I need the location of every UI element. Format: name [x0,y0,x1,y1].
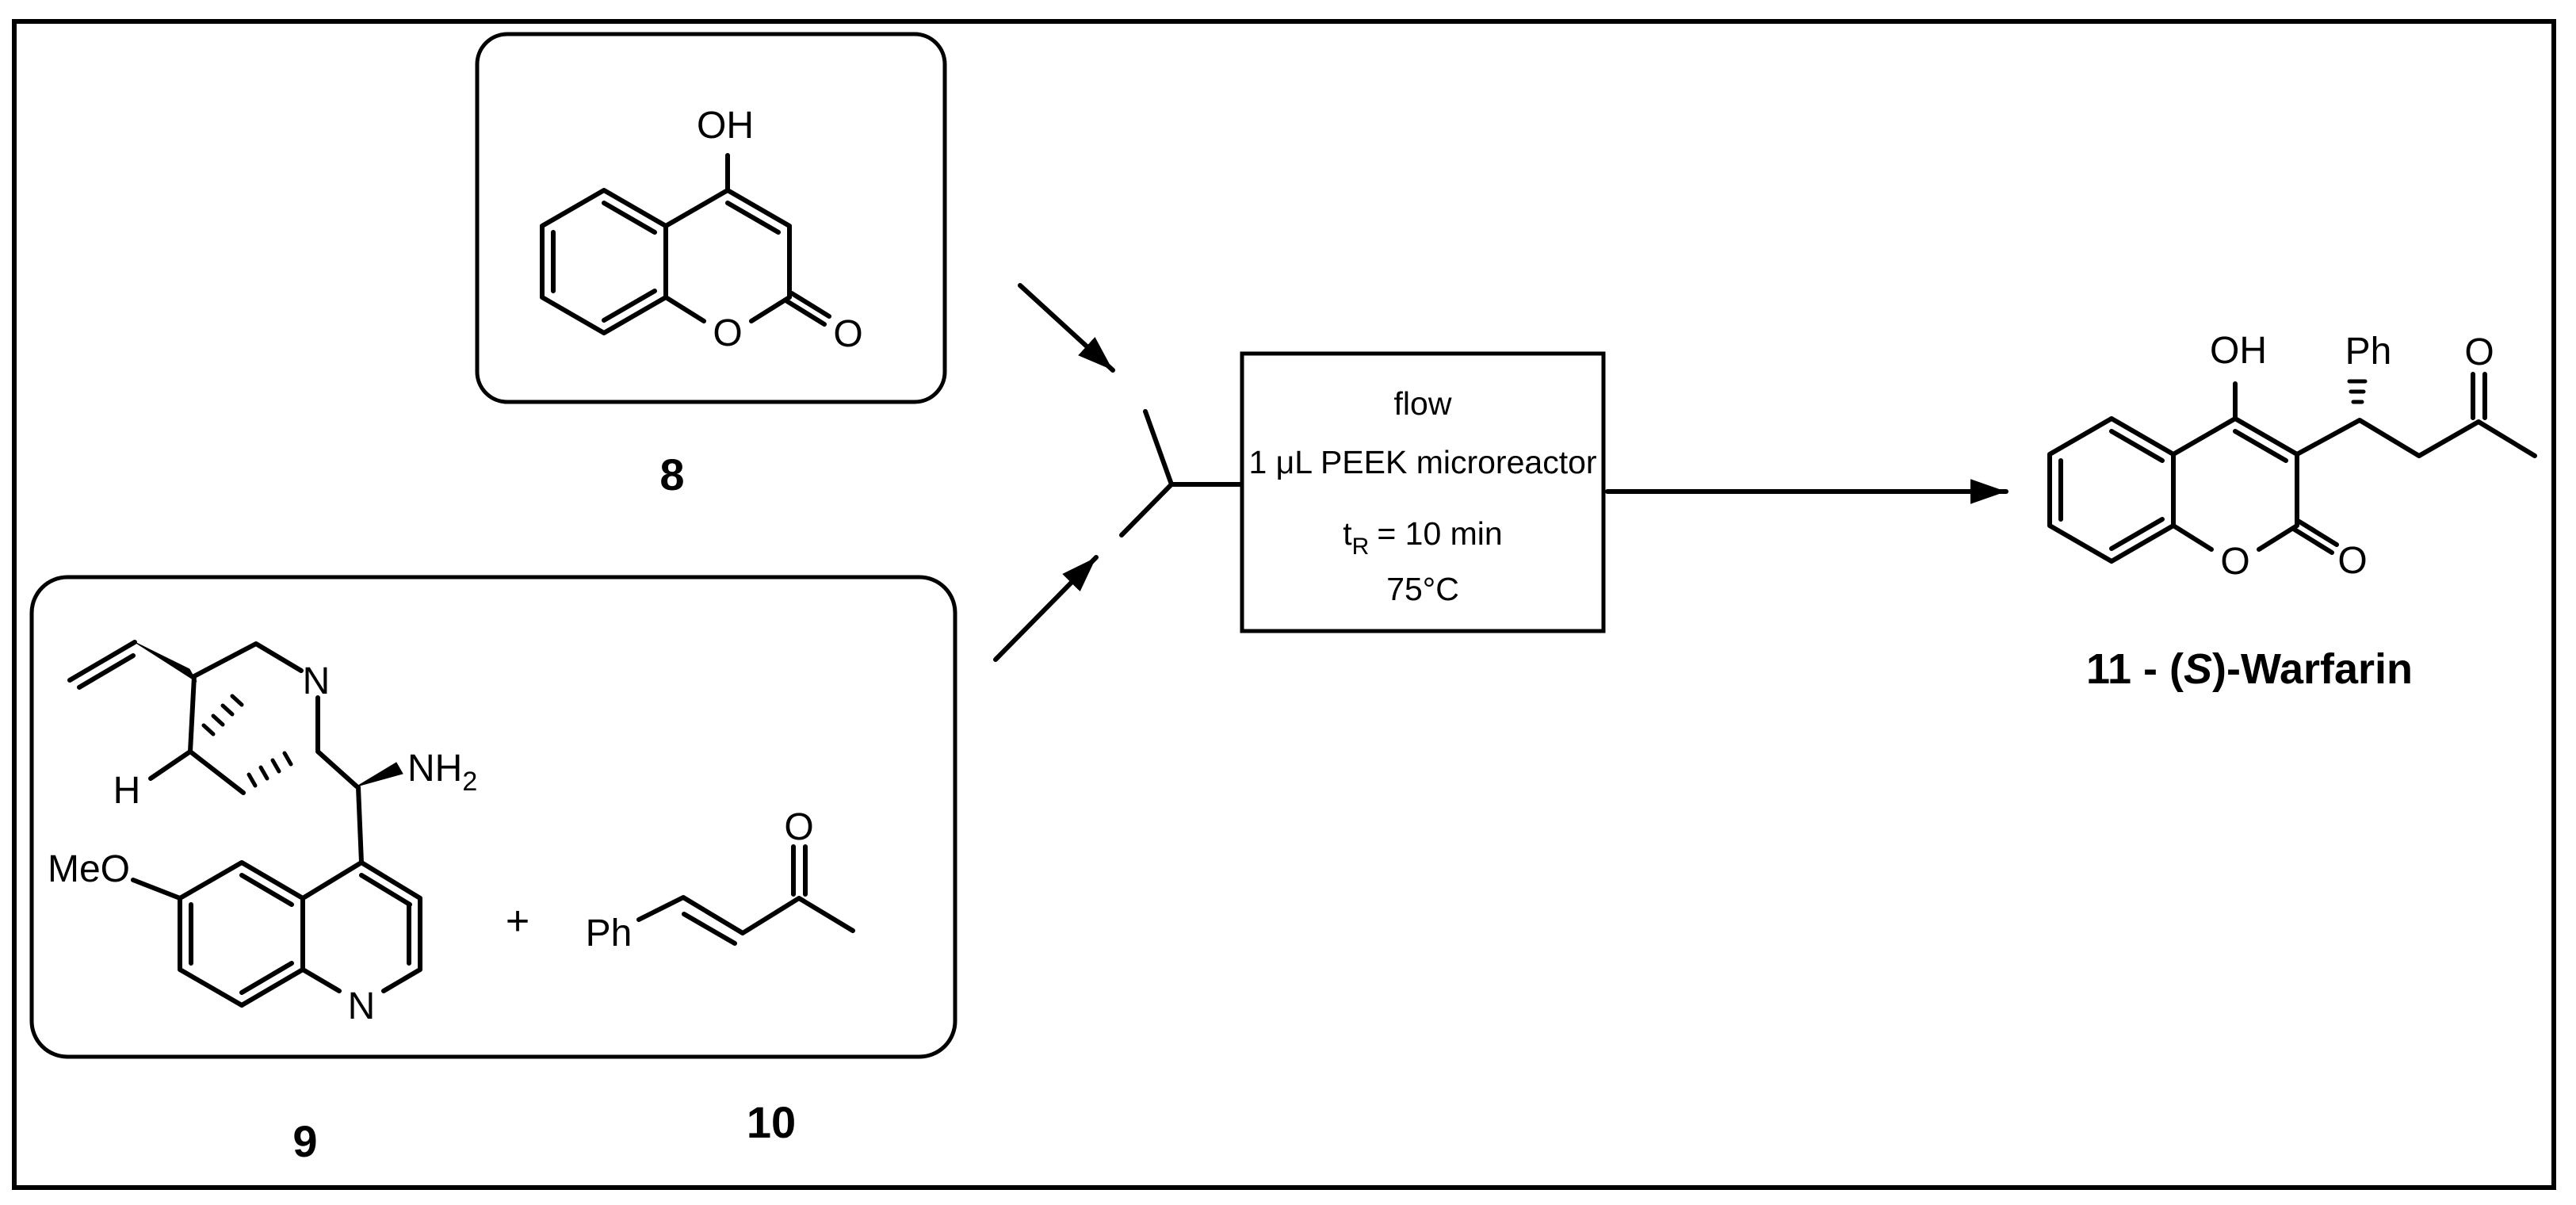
reactor-box [1240,351,1606,633]
compound-9-hashed-bonds [201,694,293,788]
compound-10-phenyl-label: Ph [586,912,633,954]
product-hashed-wedge [2347,379,2368,404]
compound-9-bridgehead-h-label: H [113,770,141,812]
product-ring-oxygen-label: O [2220,541,2249,583]
product-ketone-oxygen-label: O [2464,331,2494,373]
compound-8-carbonyl-oxygen-label: O [833,313,862,355]
reactant-box-8 [475,32,947,404]
compound-9-amine-label: NH2 [407,748,477,797]
compound-9-quinuclidine-n-label: N [303,660,331,702]
compound-8-bonds [540,153,792,335]
compound-8-number: 8 [659,449,684,499]
compound-9-vinyl-wedge-bond [134,641,197,683]
compound-9-double-bond-lines [189,873,412,995]
product-hydroxyl-label: OH [2210,330,2267,372]
compound-9-methoxy-label: MeO [48,848,130,890]
compound-10-carbonyl-oxygen-label: O [784,806,813,848]
compound-9-number: 9 [292,1116,317,1166]
compound-10-structure: Ph O [586,806,855,954]
compound-9-bonds [67,640,422,1008]
reactor-device-text: 1 μL PEEK microreactor [1248,444,1596,480]
reactant-box-9-10 [29,575,957,1059]
compound-8-double-bond-lines [551,201,831,327]
product-name-label: 11 - (S)-Warfarin [2086,645,2413,693]
reactor-temperature-text: 75°C [1386,571,1459,607]
compound-8-ring-oxygen-label: O [713,312,742,354]
product-lactone-oxygen-label: O [2337,540,2367,582]
compound-8-hydroxyl-label: OH [697,105,754,147]
compound-9-amine-wedge-bond [356,762,403,787]
y-mixer [1119,409,1243,537]
reactor-residence-time-text: tR= 10 min [1343,515,1502,560]
compound-9-quinoline-n-label: N [348,985,376,1027]
reactor-mode-text: flow [1394,385,1452,422]
product-phenyl-label: Ph [2345,331,2392,373]
compound-8-structure: OH O O [540,105,863,355]
plus-sign: + [506,898,529,944]
feed-arrow-top [1018,283,1115,373]
product-bonds [2047,381,2537,564]
reactor-conditions: flow 1 μL PEEK microreactor tR= 10 min 7… [1248,385,1596,607]
product-structure: OH Ph O O O [2047,330,2537,583]
compound-10-number: 10 [747,1097,796,1147]
outer-border [12,19,2556,1190]
compound-10-bonds [636,844,855,946]
product-double-bond-lines [2058,372,2487,555]
feed-arrow-bottom [993,555,1099,662]
compound-9-structure: N H NH2 MeO N [48,640,477,1027]
